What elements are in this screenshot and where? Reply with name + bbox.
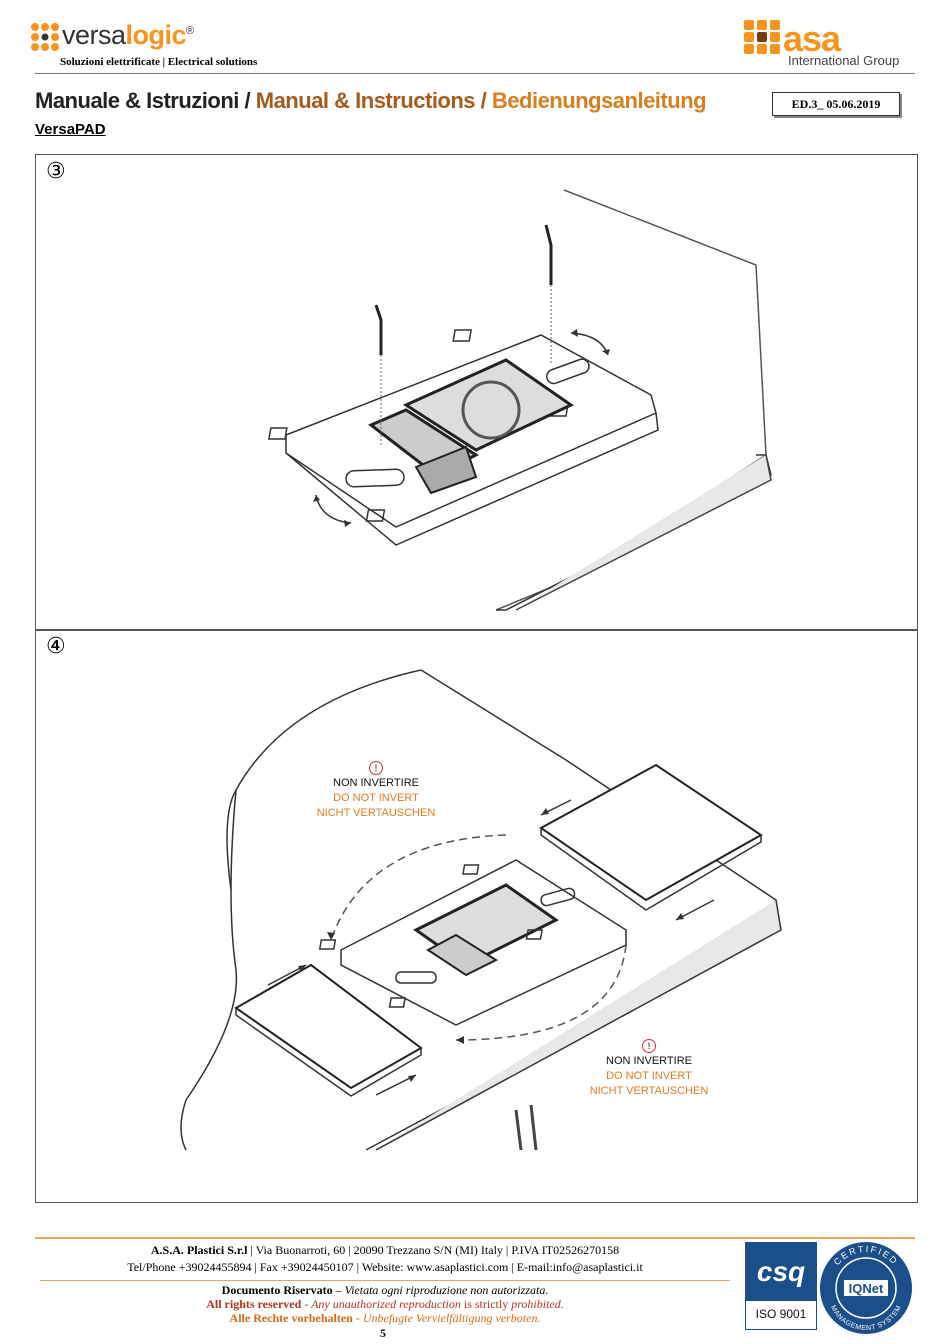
step-4-number: ④: [46, 634, 66, 659]
versalogic-wordmark: versalogic®: [62, 20, 194, 50]
warning-bottom-de: NICHT VERTAUSCHEN: [589, 1085, 709, 1097]
step-3-illustration: [268, 189, 772, 611]
warning-top-it: NON INVERTIRE: [333, 777, 419, 789]
asa-tagline: International Group: [788, 53, 900, 68]
versalogic-logo-icon: [31, 23, 59, 51]
page-number: 5: [380, 1326, 386, 1340]
svg-text:IQNet: IQNet: [849, 1281, 884, 1296]
footer-address: A.S.A. Plastici S.r.l | Via Buonarroti, …: [150, 1243, 620, 1257]
step-3-panel: ③: [35, 154, 918, 631]
footer-confidential: Documento Riservato – Vietata ogni ripro…: [221, 1283, 549, 1297]
title-english: Manual & Instructions /: [255, 88, 492, 113]
warning-top-de: NICHT VERTAUSCHEN: [316, 807, 436, 819]
product-name: VersaPAD: [35, 121, 106, 138]
versalogic-tagline: Soluzioni elettrificate | Electrical sol…: [60, 56, 258, 68]
footer-rights-de: Alle Rechte vorbehalten - Unbefugte Verv…: [229, 1311, 541, 1325]
footer-rights-en: All rights reserved - Any unauthorized r…: [206, 1297, 564, 1311]
warning-bottom-en: DO NOT INVERT: [606, 1070, 692, 1082]
step-4-illustration: [180, 669, 782, 1151]
iso-label: ISO 9001: [755, 1307, 807, 1321]
asa-wordmark: asa: [783, 18, 841, 59]
title-german: Bedienungsanleitung: [491, 88, 707, 113]
csq-certification-logo: csq ISO 9001: [745, 1242, 817, 1330]
page-title: Manuale & Istruzioni / Manual & Instruct…: [35, 88, 707, 114]
csq-label: csq: [746, 1243, 816, 1301]
warning-note-top: ! NON INVERTIRE DO NOT INVERT NICHT VERT…: [291, 761, 461, 821]
footer-subdivider: [40, 1280, 730, 1281]
warning-top-en: DO NOT INVERT: [333, 792, 419, 804]
title-italian: Manuale & Istruzioni /: [35, 88, 256, 113]
step-3-number: ③: [46, 159, 66, 184]
header-divider: [35, 73, 915, 74]
footer-contacts: Tel/Phone +39024455894 | Fax +3902445010…: [127, 1260, 643, 1274]
warning-icon: !: [369, 761, 383, 775]
warning-bottom-it: NON INVERTIRE: [606, 1055, 692, 1067]
footer-divider: [35, 1237, 915, 1239]
iqnet-certification-logo: CERTIFIED MANAGEMENT SYSTEM IQNet: [820, 1242, 912, 1334]
asa-logo-icon: [744, 20, 780, 54]
warning-note-bottom: ! NON INVERTIRE DO NOT INVERT NICHT VERT…: [564, 1039, 734, 1099]
edition-badge: ED.3_ 05.06.2019: [772, 92, 900, 116]
step-4-panel: ④: [35, 629, 918, 1203]
warning-icon: !: [642, 1039, 656, 1053]
